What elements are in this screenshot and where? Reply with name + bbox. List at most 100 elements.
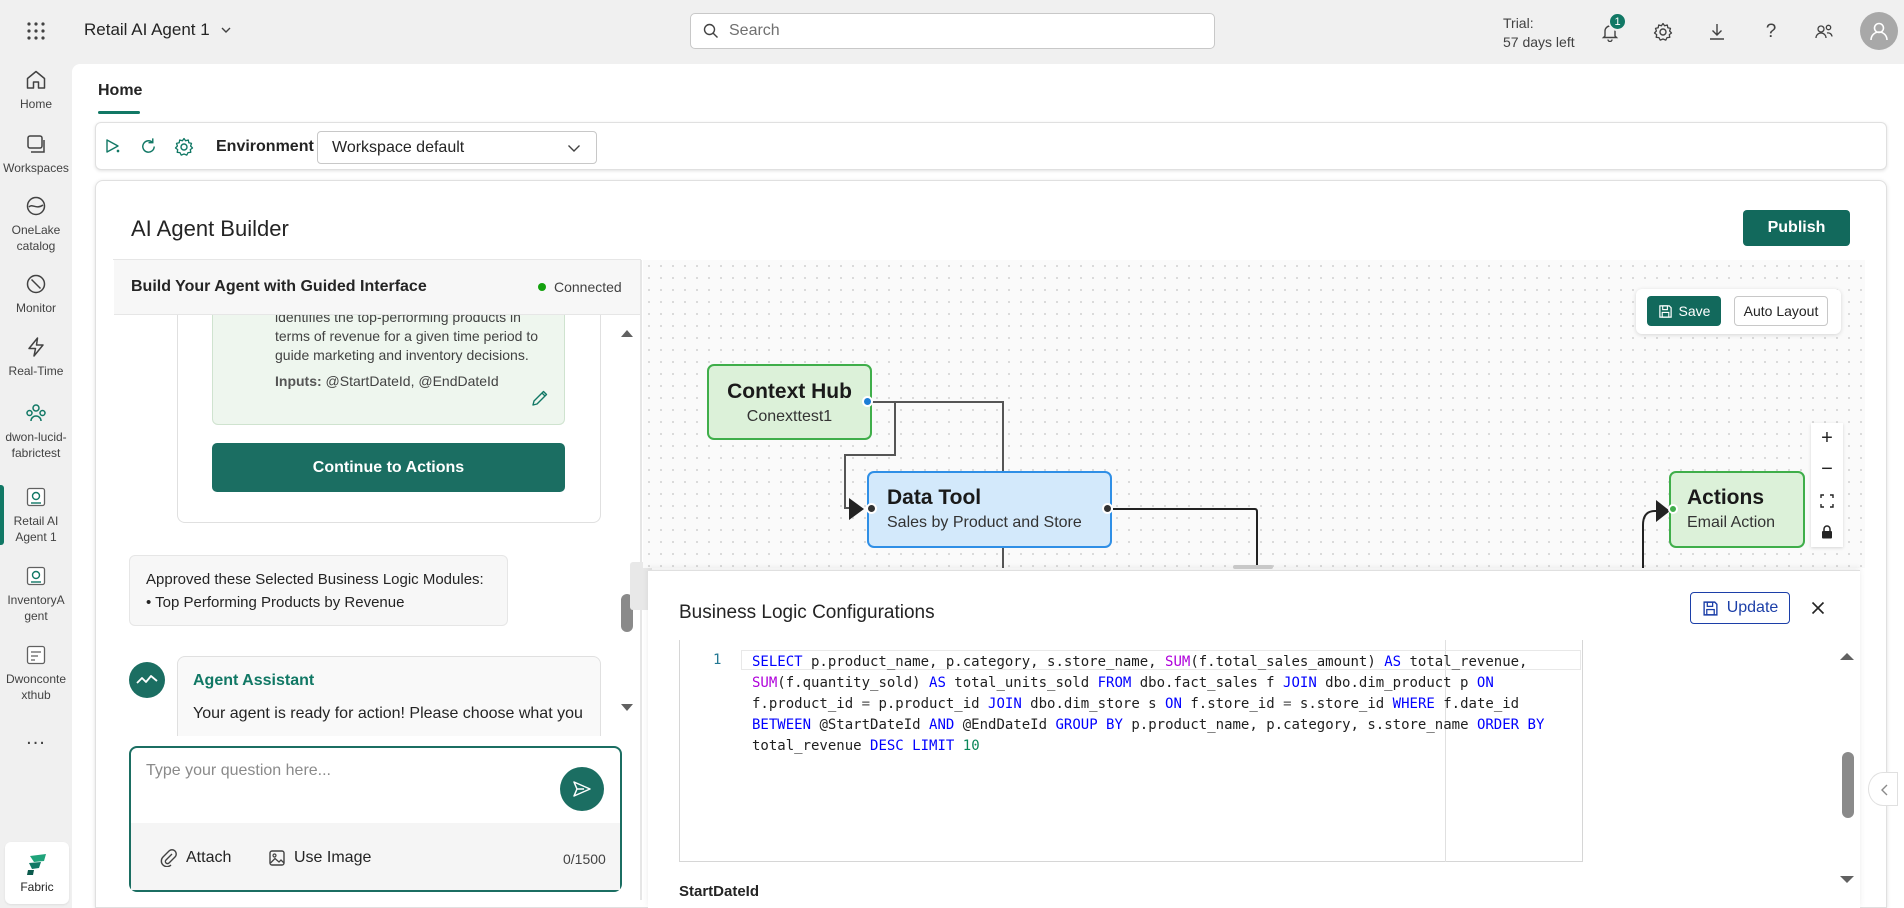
assistant-avatar [129, 662, 165, 698]
help-button[interactable]: ? [1757, 18, 1785, 46]
share-feedback-button[interactable] [1810, 18, 1838, 46]
run-agent-button[interactable] [103, 136, 123, 156]
context-hub-output-handle[interactable] [862, 396, 873, 407]
fabric-logo-icon [24, 852, 50, 876]
node-context-hub[interactable]: Context Hub Conexttest1 [707, 364, 872, 440]
rail-item-workspaces[interactable]: Workspaces [0, 132, 72, 176]
rail-item-label: Monitor [15, 301, 56, 315]
business-logic-title: Business Logic Configurations [679, 602, 935, 623]
rail-item-monitor[interactable]: Monitor [0, 272, 72, 316]
continue-to-actions-button[interactable]: Continue to Actions [212, 443, 565, 492]
update-button[interactable]: Update [1690, 592, 1790, 624]
scrollbar-thumb[interactable] [1842, 752, 1854, 818]
environment-dropdown[interactable]: Workspace default [317, 131, 597, 164]
people-share-icon [1814, 22, 1834, 42]
refresh-button[interactable] [139, 137, 158, 156]
rail-item-label: Home [19, 97, 52, 111]
sql-code-editor[interactable] [679, 640, 1583, 862]
rail-item-onelake-catalog[interactable]: OneLake catalog [0, 194, 72, 254]
fabric-label: Fabric [20, 880, 54, 894]
save-button[interactable]: Save [1647, 296, 1721, 326]
rail-item-workspace-dwon-lucid-fabrictest[interactable]: dwon-lucid-fabrictest [0, 401, 72, 461]
send-button[interactable] [560, 767, 604, 811]
image-icon [268, 849, 286, 867]
panel-title: Build Your Agent with Guided Interface [131, 278, 427, 295]
tab-home[interactable]: Home [98, 82, 143, 99]
toolbar-settings-button[interactable] [174, 137, 194, 157]
side-panel-toggle[interactable] [1868, 772, 1898, 806]
trial-status[interactable]: Trial: 57 days left [1503, 14, 1575, 52]
send-icon [572, 779, 592, 799]
zoom-out-button[interactable]: − [1821, 458, 1833, 480]
person-icon [1868, 20, 1890, 42]
run-sparkle-icon [103, 136, 123, 156]
approved-modules-message: Approved these Selected Business Logic M… [129, 555, 508, 626]
rail-item-dwoncontexthub[interactable]: Dwoncontexthub [0, 643, 72, 703]
module-description: identifies the top-performing products i… [275, 309, 539, 363]
panel-resize-handle[interactable] [630, 562, 652, 610]
character-count: 0/1500 [563, 851, 606, 867]
assistant-name: Agent Assistant [193, 672, 315, 689]
data-tool-output-handle[interactable] [1102, 503, 1113, 514]
data-tool-input-handle[interactable] [866, 503, 877, 514]
avatar[interactable] [1860, 12, 1898, 50]
zoom-in-button[interactable]: + [1821, 427, 1833, 449]
item-name: Retail AI Agent 1 [84, 20, 210, 39]
attach-button[interactable]: Attach [160, 849, 231, 867]
item-name-dropdown[interactable]: Retail AI Agent 1 [84, 20, 232, 40]
environment-label: Environment [216, 138, 314, 155]
update-label: Update [1726, 599, 1779, 616]
current-line-highlight [741, 650, 1581, 670]
assistant-message-card [177, 656, 601, 736]
search-input[interactable] [729, 22, 1189, 40]
approved-modules-heading: Approved these Selected Business Logic M… [146, 571, 484, 588]
scroll-up-button[interactable] [619, 327, 635, 339]
pencil-icon [530, 388, 550, 408]
download-button[interactable] [1703, 18, 1731, 46]
zoom-controls: + − [1811, 423, 1843, 547]
scroll-up-button[interactable] [1838, 650, 1856, 662]
lock-canvas-button[interactable] [1811, 516, 1843, 547]
arrowhead-actions-input [1656, 500, 1670, 522]
app-launcher-icon[interactable] [26, 21, 46, 41]
use-image-button[interactable]: Use Image [268, 849, 371, 867]
actions-input-handle[interactable] [1668, 504, 1678, 514]
monitor-icon [24, 272, 48, 296]
attach-label: Attach [186, 849, 232, 866]
save-icon [1702, 600, 1719, 617]
rail-item-inventory-agent[interactable]: InventoryAgent [0, 564, 72, 624]
node-data-tool[interactable]: Data Tool Sales by Product and Store [867, 471, 1112, 548]
rail-more-button[interactable]: ... [26, 727, 46, 749]
module-inputs-value: @StartDateId, @EndDateId [325, 373, 499, 389]
left-navigation-rail [0, 64, 72, 908]
settings-button[interactable] [1649, 18, 1677, 46]
chat-input[interactable] [146, 762, 546, 780]
question-mark-icon: ? [1765, 21, 1777, 42]
search-box[interactable] [690, 13, 1215, 49]
auto-layout-button[interactable]: Auto Layout [1734, 296, 1828, 326]
publish-button[interactable]: Publish [1743, 210, 1850, 246]
save-icon [1658, 304, 1673, 319]
close-button[interactable] [1810, 600, 1826, 616]
sql-code[interactable]: SELECT p.product_name, p.category, s.sto… [752, 654, 1553, 754]
rail-item-label: Workspaces [3, 161, 69, 175]
context-icon [24, 643, 48, 667]
rail-item-real-time[interactable]: Real-Time [0, 335, 72, 379]
scroll-down-button[interactable] [1838, 874, 1856, 886]
fabric-switcher[interactable]: Fabric [5, 842, 69, 904]
business-logic-module-card [212, 300, 565, 425]
save-label: Save [1678, 303, 1711, 319]
node-title: Actions [1687, 486, 1765, 509]
lightning-icon [24, 335, 48, 359]
rail-item-label: InventoryAgent [7, 593, 65, 623]
panel-drag-handle[interactable] [1233, 565, 1273, 569]
gear-icon [174, 137, 194, 157]
edit-module-button[interactable] [530, 388, 550, 408]
rail-item-retail-ai-agent-1[interactable]: Retail AI Agent 1 [0, 485, 72, 545]
fit-view-button[interactable] [1811, 485, 1843, 516]
scroll-down-button[interactable] [619, 702, 635, 714]
agent-icon [24, 564, 48, 588]
node-actions[interactable]: Actions Email Action [1669, 471, 1805, 548]
status-dot [538, 283, 546, 291]
rail-item-home[interactable]: Home [0, 68, 72, 112]
